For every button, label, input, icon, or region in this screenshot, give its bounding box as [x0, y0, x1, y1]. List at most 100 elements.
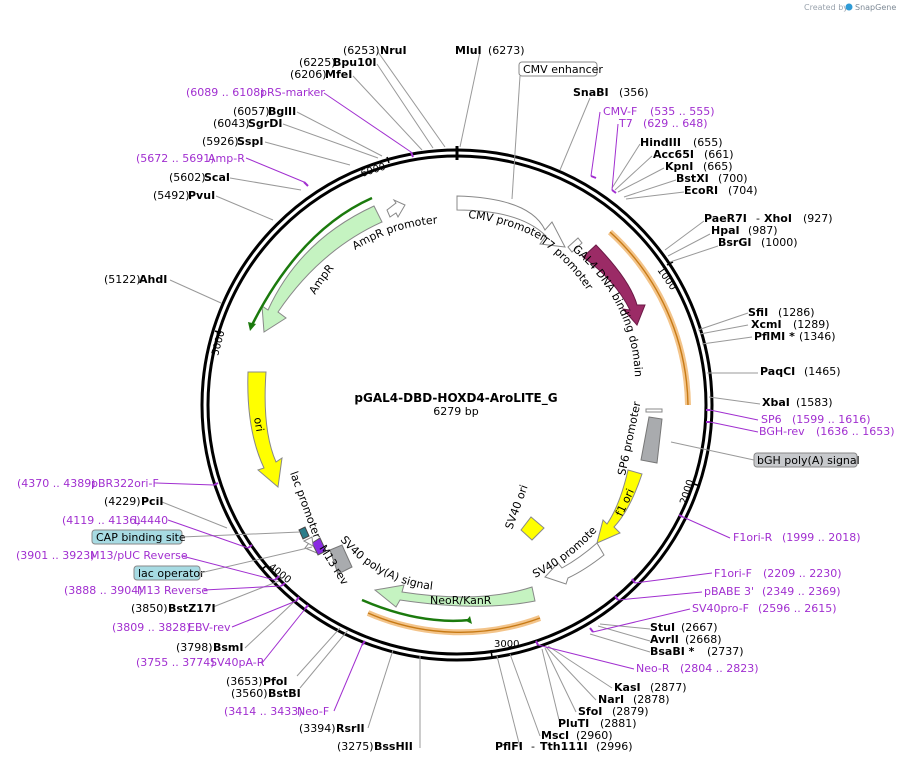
primer-name: EBV-rev	[188, 621, 231, 634]
site-name: PaeR7I	[704, 212, 747, 225]
leader-line	[296, 627, 341, 677]
orf-arrow-neo-outer	[367, 612, 541, 633]
bgh-polya-label: bGH poly(A) signal	[757, 454, 860, 467]
f1-ori-arrow[interactable]	[596, 469, 643, 544]
primer-leader	[155, 482, 215, 486]
leader-line	[264, 141, 351, 166]
leader-line	[625, 191, 685, 200]
neo-kan-arrow[interactable]	[373, 584, 536, 608]
site-pos: (2737)	[707, 645, 744, 658]
site-name: MluI	[455, 44, 482, 57]
gal4-dbd-arrow[interactable]	[582, 244, 646, 326]
primer-range: (6089 .. 6108)	[186, 86, 265, 99]
site-pos: (356)	[619, 86, 649, 99]
leader-line	[614, 155, 653, 191]
leader-line	[699, 324, 749, 335]
leader-line	[296, 111, 383, 157]
sp6-promoter-label: SP6 promoter	[615, 400, 643, 477]
primer-name: pRS-marker	[260, 86, 325, 99]
primer-mark	[614, 595, 619, 601]
site-pos: (1286)	[778, 306, 815, 319]
ori-label: ori	[251, 416, 266, 432]
primer-name: Neo-R	[636, 662, 670, 675]
site-name: HindIII	[640, 136, 681, 149]
primer-mark	[589, 627, 594, 633]
primer-leader	[590, 111, 601, 177]
leader-line	[367, 649, 394, 729]
primer-range: (3888 .. 3904)	[64, 584, 143, 597]
bgh-polya-block[interactable]	[640, 416, 663, 464]
sv40-polya-block[interactable]	[329, 544, 353, 575]
site-name: KasI	[614, 681, 641, 694]
site-pos: (3653)	[226, 675, 263, 688]
orf-arrowhead-ampr	[248, 322, 256, 331]
site-name: Tth111I	[540, 740, 588, 753]
cap-site-mark[interactable]	[298, 526, 310, 540]
site-name: Acc65I	[653, 148, 694, 161]
backbone	[200, 146, 714, 662]
site-labels: (6253) NruI (6225) Bpu10I (6206) MfeI (6…	[104, 44, 841, 753]
primer-range: (4370 .. 4389)	[17, 477, 96, 490]
site-name: Bpu10I	[333, 56, 377, 69]
site-name: BstBI	[268, 687, 301, 700]
site-pos: (2877)	[650, 681, 687, 694]
cmv-promoter-arrow[interactable]	[456, 195, 566, 248]
site-name: AvrII	[650, 633, 679, 646]
leader-line	[161, 501, 228, 529]
leader-line	[589, 633, 651, 653]
primer-name: pBABE 3'	[704, 585, 754, 598]
primer-mark	[274, 575, 280, 581]
sv40-ori-block[interactable]	[520, 516, 545, 541]
site-name: BglII	[268, 105, 296, 118]
site-name: RsrII	[336, 722, 365, 735]
cmv-enhancer-box[interactable]	[518, 61, 598, 77]
orf-arrow-ampr	[250, 196, 373, 326]
primer-leader	[634, 572, 713, 584]
site-name: PvuI	[188, 189, 215, 202]
site-name: PluTI	[558, 717, 589, 730]
tick-mark	[693, 483, 701, 487]
leader-line	[229, 177, 302, 191]
site-pos: (704)	[728, 184, 758, 197]
primer-leader	[231, 600, 297, 628]
site-pos: (2878)	[633, 693, 670, 706]
sv40-promoter-arrow[interactable]	[544, 542, 605, 585]
lac-promoter-arrow[interactable]	[302, 536, 314, 547]
orf-arrowhead-neo	[466, 616, 472, 624]
leader-line	[352, 75, 423, 151]
primer-name: Neo-F	[297, 705, 329, 718]
site-pos: (987)	[748, 224, 778, 237]
primer-leader	[592, 608, 691, 633]
sp6-promoter-arrow[interactable]	[645, 408, 663, 413]
primer-range: (5672 .. 5691)	[136, 152, 215, 165]
leader-line	[611, 143, 641, 189]
leader-line	[459, 51, 481, 148]
ampr-promoter-arrow[interactable]	[386, 198, 406, 219]
lac-operator-mark[interactable]	[311, 537, 327, 556]
primer-range: (2209 .. 2230)	[763, 567, 842, 580]
snapgene-credit: Created by SnapGene	[804, 3, 896, 12]
site-name: NarI	[598, 693, 624, 706]
leader-line	[664, 220, 705, 251]
site-pos: (5926)	[202, 135, 239, 148]
site-pos: (5602)	[169, 171, 206, 184]
site-pos: (927)	[803, 212, 833, 225]
ori-arrow[interactable]	[247, 371, 283, 488]
site-sep: -	[531, 740, 535, 753]
t7-promoter-arrow[interactable]	[567, 237, 583, 253]
site-pos: (5492)	[153, 189, 190, 202]
snapgene-logo-icon	[845, 3, 853, 11]
primer-name: pBR322ori-F	[91, 477, 159, 490]
primer-range: (2804 .. 2823)	[680, 662, 759, 675]
boxed-annotations: CMV enhancer bGH poly(A) signal CAP bind…	[91, 61, 860, 581]
primer-leaders	[155, 92, 759, 712]
primer-mark	[590, 175, 597, 179]
site-name: BsrGI	[718, 236, 751, 249]
site-pos: (2667)	[681, 621, 718, 634]
bgh-polya-leader	[670, 441, 755, 461]
site-name: StuI	[650, 621, 675, 634]
ampr-arrow[interactable]	[261, 205, 383, 333]
site-sep: -	[756, 212, 760, 225]
leader-line	[496, 655, 521, 748]
primer-range: (1599 .. 1616)	[792, 413, 871, 426]
